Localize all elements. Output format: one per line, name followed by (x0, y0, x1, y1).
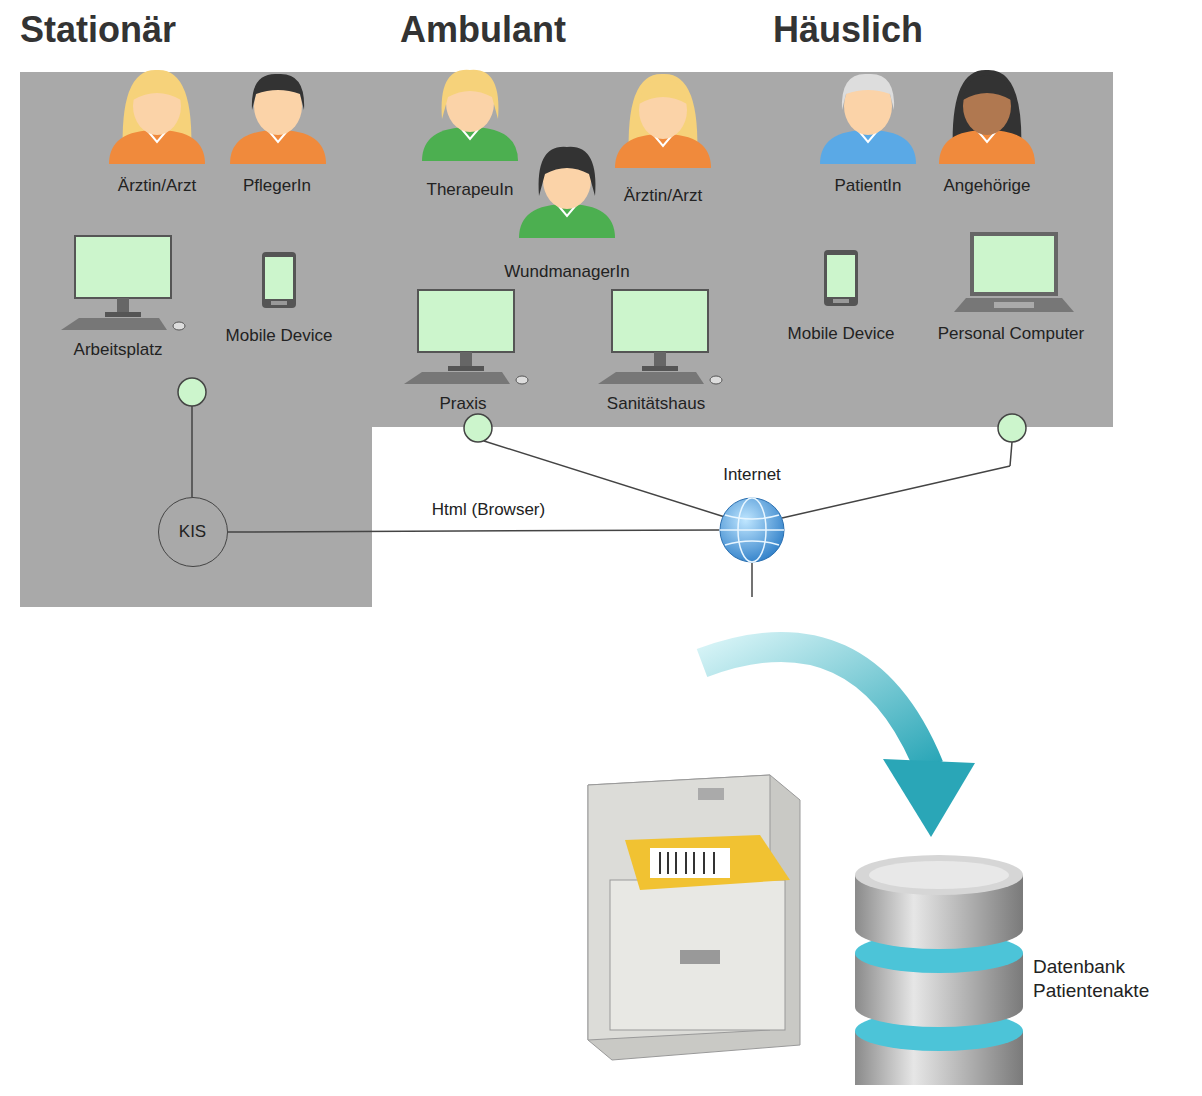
body (615, 134, 711, 168)
person-icons (109, 70, 1035, 238)
access-point (998, 414, 1026, 442)
hair (842, 74, 894, 110)
monitor-icon (404, 290, 528, 384)
role-label: Praxis (439, 394, 486, 414)
monitor-icon (598, 290, 722, 384)
access-point (178, 378, 206, 406)
internet-node: Internet (719, 497, 785, 563)
hair (442, 70, 499, 119)
shape (720, 498, 784, 562)
role-label: Sanitätshaus (607, 394, 705, 414)
wire (1010, 442, 1012, 466)
database-node: Datenbank Patientenakte (855, 855, 1023, 1085)
laptop-icon (954, 234, 1074, 312)
shape (654, 352, 666, 366)
body (519, 204, 615, 238)
shape (460, 352, 472, 366)
shape (598, 372, 704, 384)
person-icon (939, 70, 1035, 164)
role-label: Ärztin/Arzt (624, 186, 702, 206)
shape (612, 290, 708, 352)
role-label: PflegerIn (243, 176, 311, 196)
shape (994, 302, 1034, 308)
node-label: Internet (723, 464, 781, 485)
hair (639, 80, 687, 104)
hair (133, 76, 181, 100)
role-label: WundmanagerIn (504, 262, 629, 282)
shape (954, 298, 1074, 312)
shape (869, 861, 1009, 889)
shape (262, 252, 296, 308)
role-label: Mobile Device (226, 326, 333, 346)
body (230, 130, 326, 164)
role-label: Mobile Device (788, 324, 895, 344)
sector-heading: Ambulant (400, 8, 566, 51)
shape (720, 529, 784, 531)
database-symbol (855, 855, 1023, 1085)
node-label: Datenbank Patientenakte (1033, 955, 1183, 1003)
person-icon (519, 147, 615, 238)
sector-heading: Stationär (20, 8, 176, 51)
role-label: Ärztin/Arzt (118, 176, 196, 196)
role-label: Arbeitsplatz (74, 340, 163, 360)
wire (191, 406, 193, 497)
shape (117, 298, 129, 312)
globe-symbol (719, 497, 785, 563)
body (422, 127, 518, 161)
sector-heading: Häuslich (773, 8, 923, 51)
connector-line (751, 563, 753, 597)
care-area (20, 72, 1113, 607)
shape (448, 366, 484, 371)
shape (642, 366, 678, 371)
node-label: KIS (179, 521, 206, 542)
shape (404, 372, 510, 384)
shape (418, 290, 514, 352)
role-label: Personal Computer (938, 324, 1084, 344)
connector (228, 530, 719, 532)
shape (972, 234, 1056, 294)
person-icon (109, 70, 205, 164)
connector-line (228, 530, 719, 532)
shape (173, 322, 185, 330)
shape (725, 515, 779, 545)
body (939, 130, 1035, 164)
monitor-icon (61, 236, 185, 330)
body (820, 130, 916, 164)
shape (61, 318, 167, 330)
system-circle: KIS (158, 497, 228, 567)
mobile-icon (262, 252, 296, 308)
person-icon (820, 74, 916, 164)
shape (271, 301, 287, 305)
role-label: PatientIn (834, 176, 901, 196)
hair (539, 147, 596, 196)
wire (782, 466, 1010, 518)
shape (265, 257, 293, 299)
curved-arrow (702, 647, 929, 767)
person-icon (422, 70, 518, 161)
person-icon (230, 74, 326, 164)
access-point (464, 414, 492, 442)
role-label: TherapeuIn (427, 180, 514, 200)
shape (75, 236, 171, 298)
body (109, 130, 205, 164)
shape (105, 312, 141, 317)
hair (963, 76, 1011, 100)
arrow-head (883, 759, 975, 837)
shape (833, 299, 849, 303)
filing-cabinet (588, 775, 800, 1060)
role-label: Angehörige (944, 176, 1031, 196)
person-icon (615, 74, 711, 168)
edge-label: Html (Browser) (432, 500, 545, 520)
hair (252, 74, 304, 110)
shape (827, 255, 855, 297)
shape (710, 376, 722, 384)
connector (702, 563, 975, 837)
mobile-icon (824, 250, 858, 306)
shape (855, 855, 1023, 895)
device-icons (61, 234, 1074, 384)
shape (824, 250, 858, 306)
shape (516, 376, 528, 384)
